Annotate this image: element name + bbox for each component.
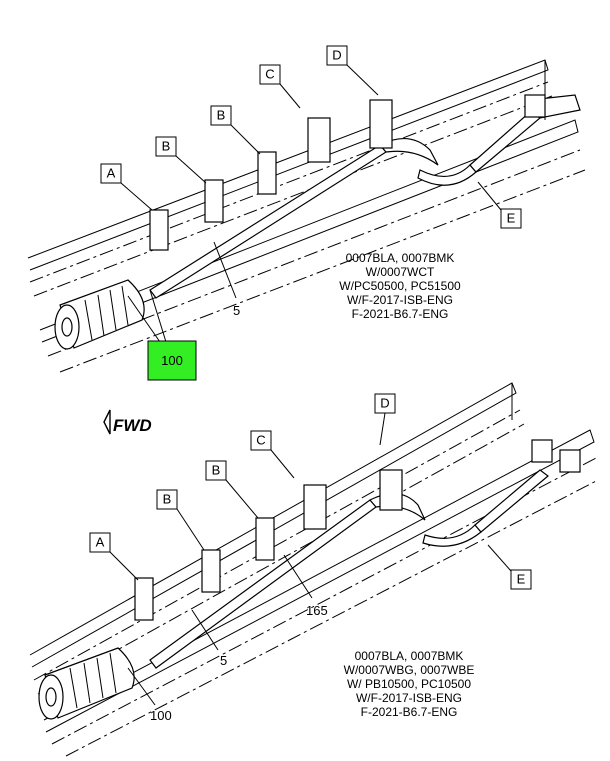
lower-note: 0007BLA, 0007BMK W/0007WBG, 0007WBE W/ P…	[344, 649, 475, 719]
fwd-label: FWD	[113, 416, 152, 435]
upper-callout-e: E	[477, 181, 522, 229]
upper-frame-rails	[27, 59, 586, 373]
lower-aftertreatment-module	[38, 647, 135, 720]
lower-callout-a: A	[89, 532, 139, 581]
lower-callout-d: D	[374, 393, 396, 446]
upper-note: 0007BLA, 0007BMK W/0007WCT W/PC50500, PC…	[339, 251, 461, 321]
fwd-indicator: FWD	[103, 409, 152, 435]
lower-callout-b1: B	[156, 489, 205, 551]
upper-part-5-text: 5	[233, 303, 240, 318]
upper-exhaust-pipe	[149, 94, 581, 299]
upper-part-5: 5	[213, 241, 240, 318]
upper-view: A B B C D E 5	[27, 45, 586, 381]
lower-callout-e: E	[487, 544, 532, 590]
lower-callout-d-text: D	[380, 396, 389, 411]
lower-note-line-1: 0007BLA, 0007BMK	[355, 649, 464, 663]
upper-brackets	[149, 94, 546, 251]
lower-callout-c-text: C	[256, 433, 265, 448]
lower-part-100: 100	[127, 667, 172, 723]
lower-brackets	[134, 439, 581, 621]
upper-aftertreatment-module	[54, 279, 145, 350]
fwd-arrow-icon	[103, 409, 111, 435]
lower-callout-b2: B	[205, 460, 259, 519]
lower-callout-c: C	[250, 430, 295, 479]
lower-callout-a-text: A	[96, 535, 105, 550]
lower-note-line-3: W/ PB10500, PC10500	[347, 677, 471, 691]
upper-note-line-5: F-2021-B6.7-ENG	[352, 307, 449, 321]
upper-callout-d: D	[326, 45, 379, 96]
lower-part-5: 5	[191, 609, 227, 668]
upper-callout-b2-text: B	[217, 108, 226, 123]
upper-callout-c-text: C	[265, 67, 274, 82]
upper-callout-b2: B	[210, 105, 261, 155]
upper-note-line-4: W/F-2017-ISB-ENG	[347, 293, 453, 307]
upper-part-100-text: 100	[161, 353, 183, 368]
upper-callout-a: A	[100, 163, 153, 211]
upper-callout-d-text: D	[332, 48, 341, 63]
upper-callout-a-text: A	[107, 166, 116, 181]
lower-note-line-5: F-2021-B6.7-ENG	[361, 705, 458, 719]
lower-view: A B B C D E 165	[29, 382, 599, 757]
upper-note-line-1: 0007BLA, 0007BMK	[346, 251, 455, 265]
lower-callout-b2-text: B	[212, 463, 221, 478]
upper-note-line-3: W/PC50500, PC51500	[339, 279, 461, 293]
lower-part-165-text: 165	[306, 603, 328, 618]
lower-note-line-2: W/0007WBG, 0007WBE	[344, 663, 475, 677]
upper-callout-b1-text: B	[162, 139, 171, 154]
lower-callout-b1-text: B	[163, 492, 172, 507]
lower-part-165: 165	[283, 554, 328, 618]
lower-part-5-text: 5	[220, 653, 227, 668]
upper-callout-c: C	[259, 64, 301, 109]
lower-note-line-4: W/F-2017-ISB-ENG	[356, 691, 462, 705]
upper-callout-e-text: E	[507, 211, 516, 226]
highlight-box	[147, 340, 197, 381]
upper-note-line-2: W/0007WCT	[366, 265, 435, 279]
upper-part-100: 100	[127, 289, 197, 381]
upper-callout-b1: B	[155, 136, 207, 184]
lower-part-100-text: 100	[150, 708, 172, 723]
lower-callout-e-text: E	[517, 572, 526, 587]
